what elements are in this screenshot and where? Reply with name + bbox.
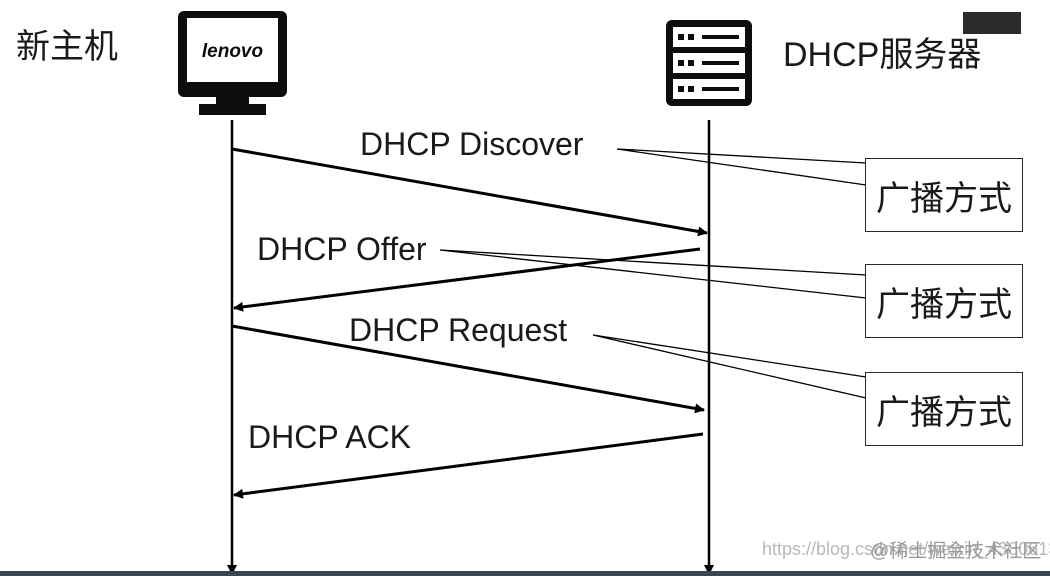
server-label: DHCP服务器	[783, 36, 982, 74]
server-rack-icon	[666, 20, 752, 106]
note-callouts	[439, 148, 867, 399]
host-label: 新主机	[16, 28, 118, 66]
ack-arrow	[233, 432, 704, 499]
discover-arrow	[231, 147, 708, 237]
watermark-site: @稀土掘金技术社区	[870, 541, 1042, 562]
svg-text:lenovo: lenovo	[202, 41, 263, 62]
desktop-monitor-icon: lenovo	[178, 11, 287, 115]
message-label-discover: DHCP Discover	[360, 126, 584, 162]
message-label-request: DHCP Request	[349, 312, 568, 348]
redaction-block	[963, 12, 1021, 34]
watermark-url: https://blog.csdn.net/weixin_43806133	[762, 539, 1050, 559]
callout-offer	[439, 249, 867, 299]
note-broadcast-discover: 广播方式	[865, 158, 1023, 232]
callout-discover	[616, 148, 867, 186]
note-broadcast-request: 广播方式	[865, 372, 1023, 446]
note-broadcast-offer: 广播方式	[865, 264, 1023, 338]
request-arrow	[231, 324, 705, 414]
message-label-ack: DHCP ACK	[248, 419, 412, 455]
callout-request	[592, 334, 867, 399]
message-label-offer: DHCP Offer	[257, 231, 427, 267]
offer-arrow	[233, 247, 701, 312]
bottom-bar	[0, 571, 1050, 576]
